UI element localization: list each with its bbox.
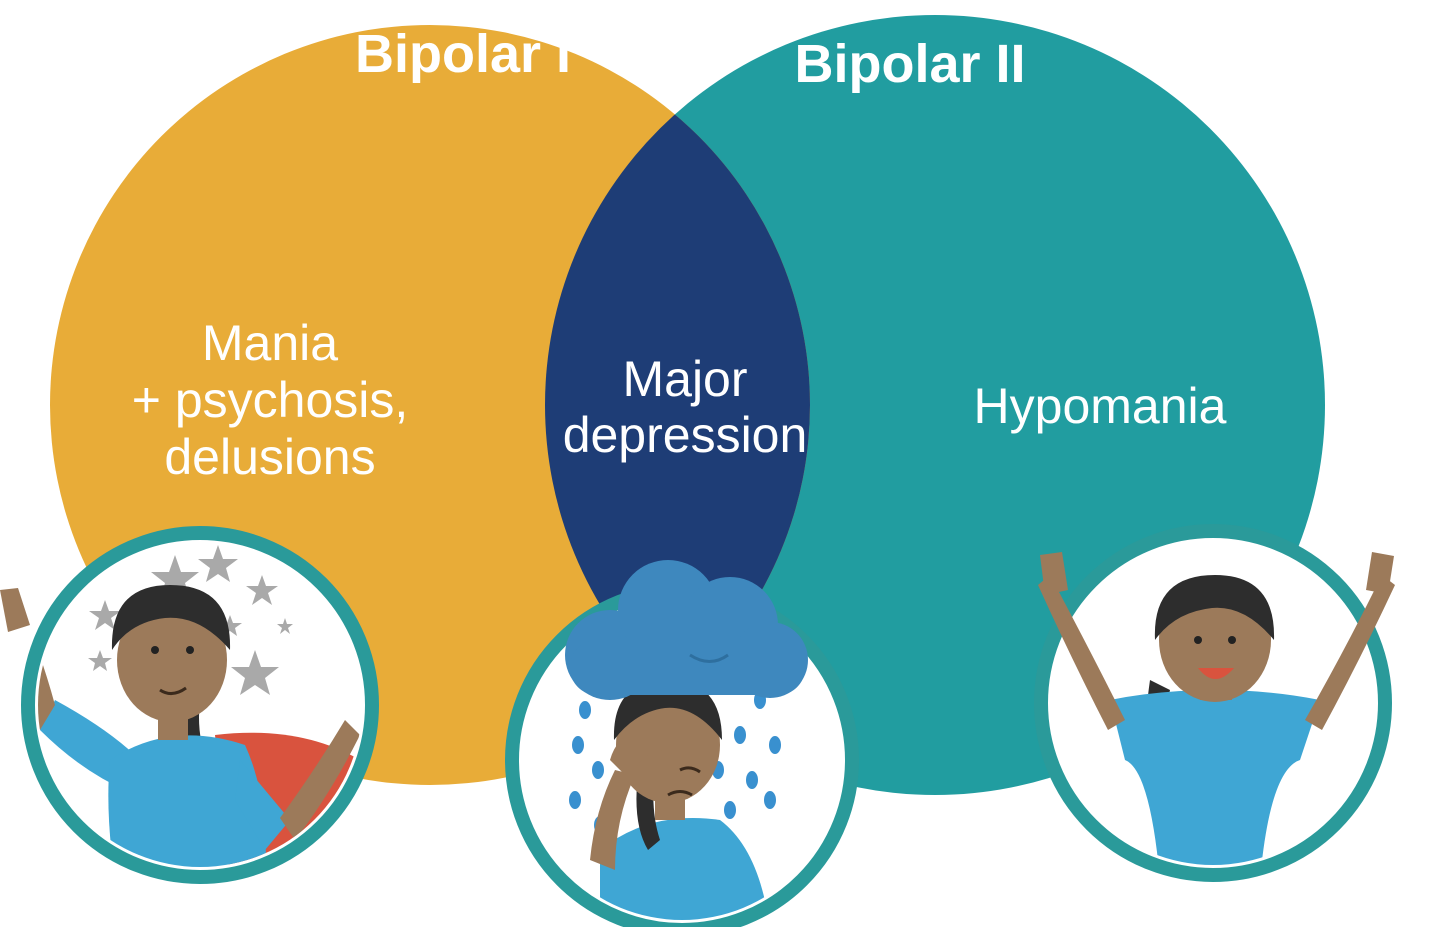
bipolar-1-title: Bipolar I <box>355 24 571 84</box>
bipolar-1-line-3: delusions <box>164 429 375 485</box>
bipolar-2-title: Bipolar II <box>794 34 1025 94</box>
bipolar-2-line-1: Hypomania <box>974 378 1227 434</box>
overlap-line-2: depression <box>563 407 808 463</box>
woman-superhero-stars-icon <box>0 526 379 884</box>
bipolar-1-line-1: Mania <box>202 315 338 371</box>
woman-rain-cloud-icon <box>505 560 859 927</box>
bipolar-1-line-2: + psychosis, <box>132 372 409 428</box>
woman-cheering-icon <box>1034 524 1395 882</box>
overlap-line-1: Major <box>622 351 747 407</box>
